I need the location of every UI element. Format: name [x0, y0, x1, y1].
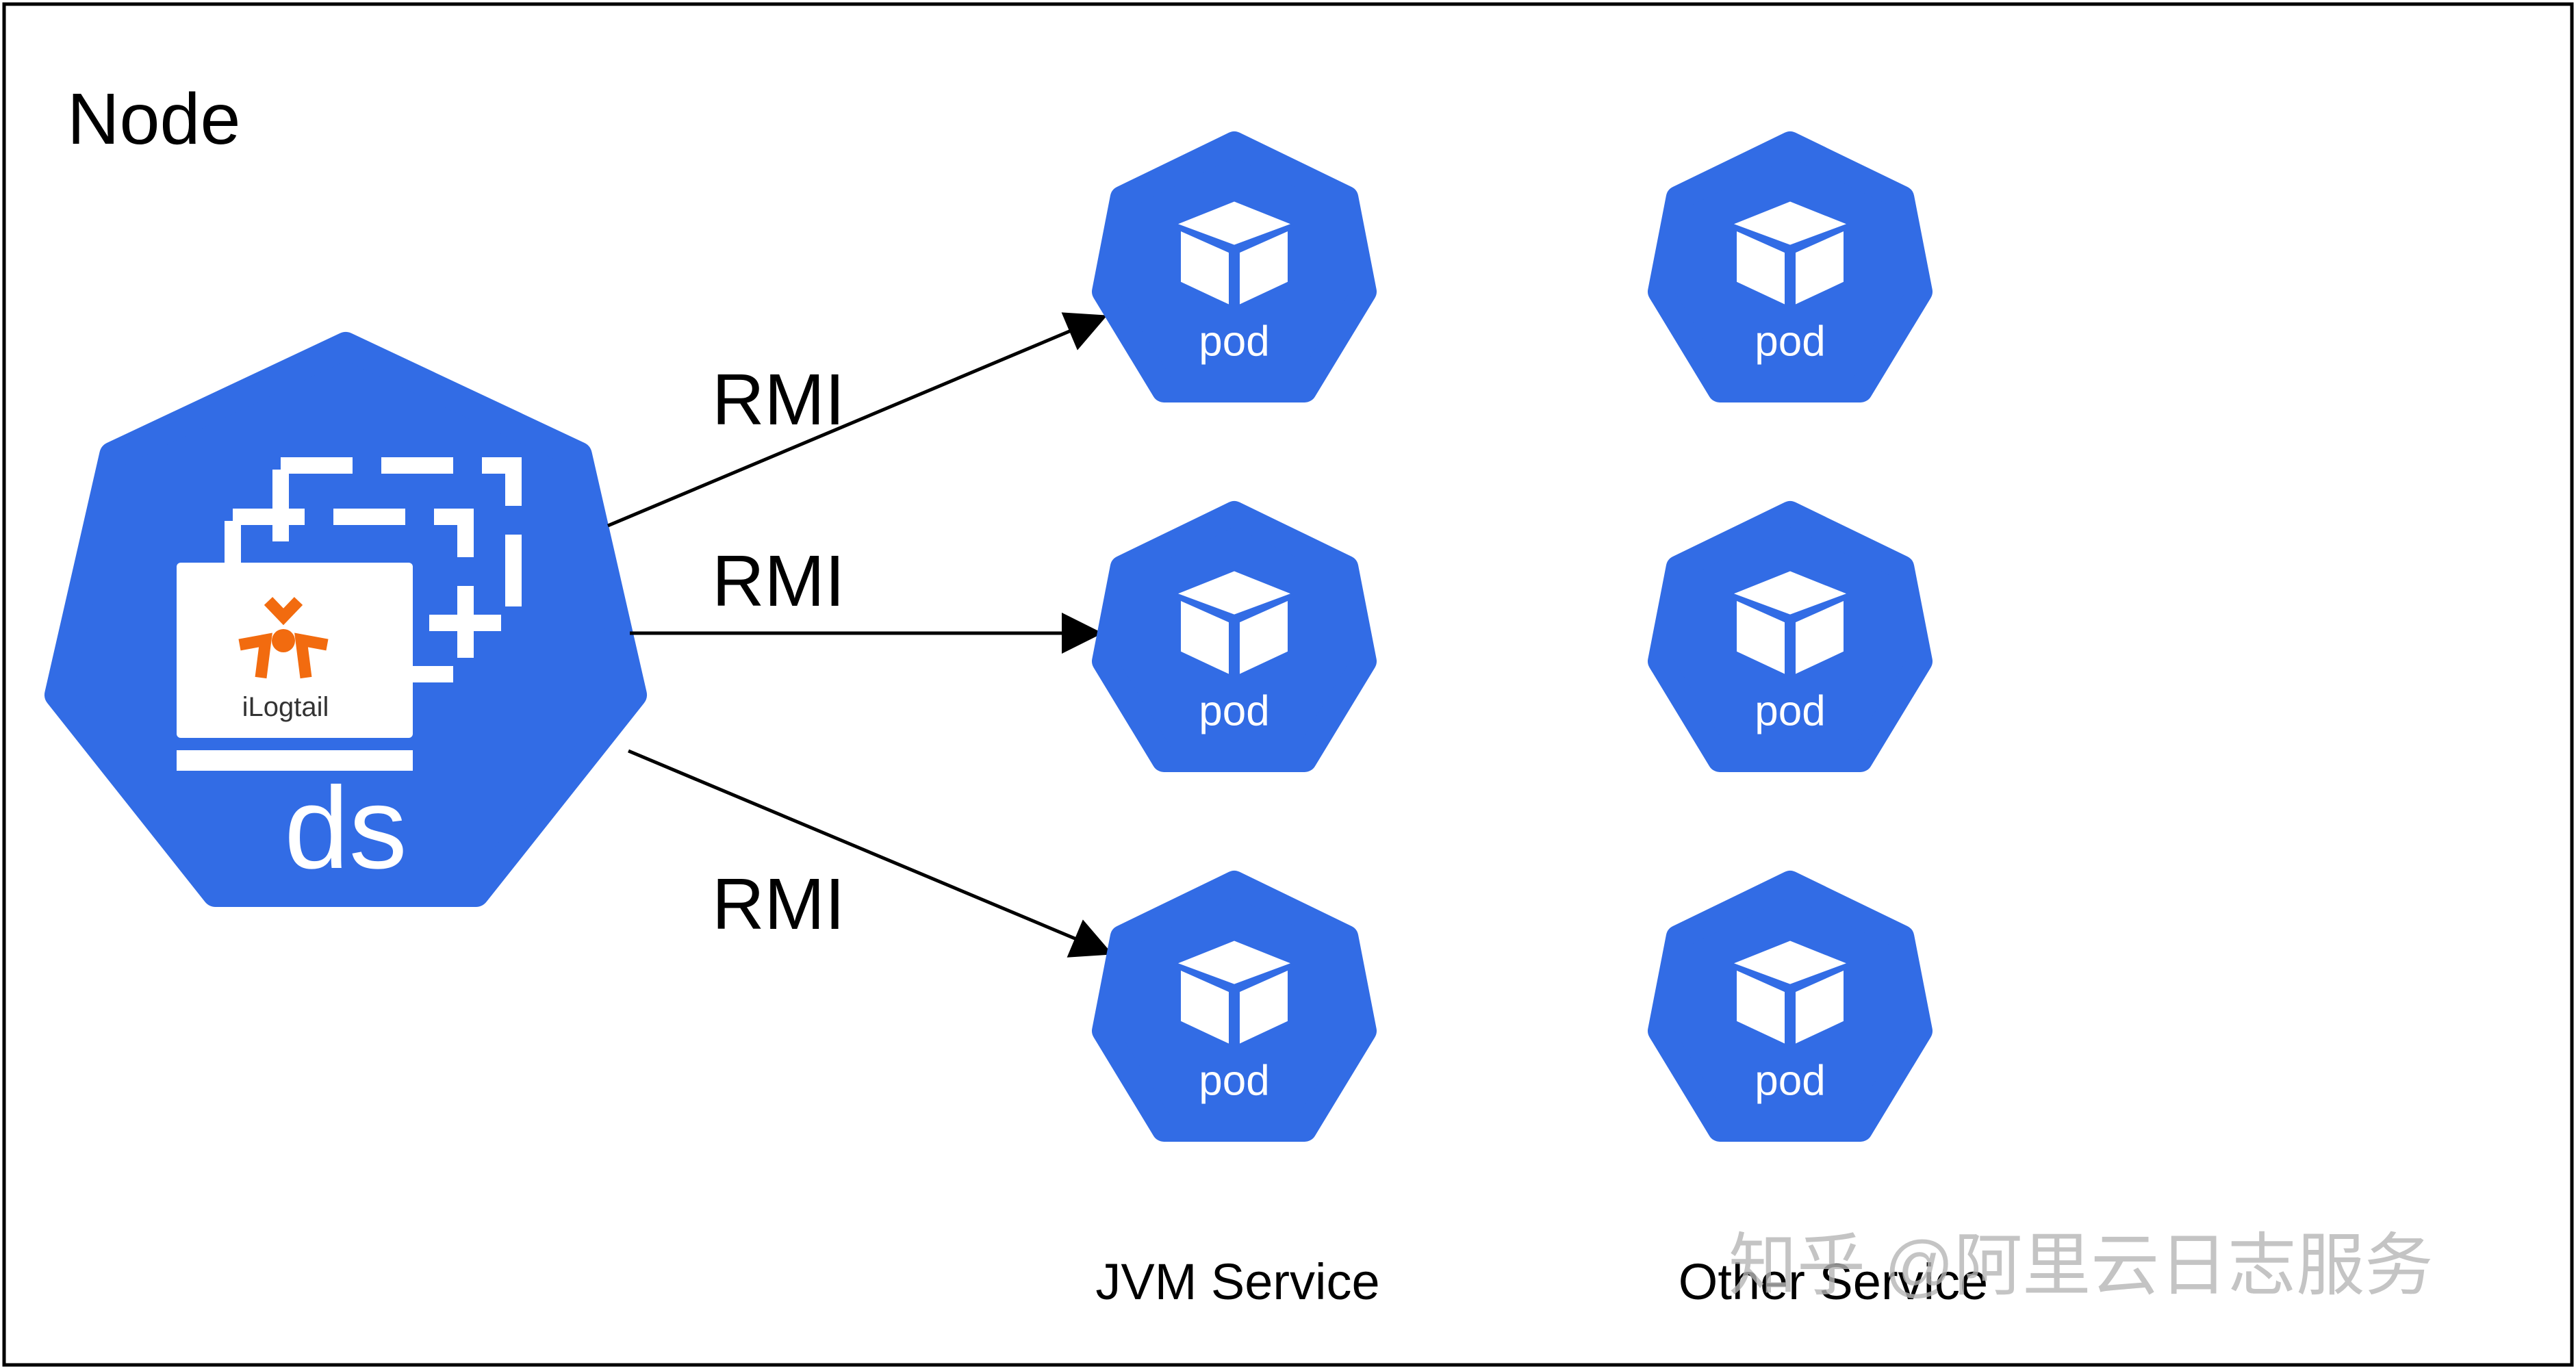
pod-other-3: pod: [1648, 871, 1933, 1142]
pod-jvm-1: pod: [1092, 131, 1377, 402]
cube-icon: [1178, 201, 1290, 305]
node-title: Node: [67, 79, 240, 159]
pod-heptagon: [1648, 501, 1933, 772]
ilogtail-card: [177, 563, 413, 738]
pod-label: pod: [1199, 1058, 1269, 1105]
other-service-label: Other Service: [1679, 1253, 1988, 1310]
card-underline: [177, 750, 413, 771]
rmi-arrow-3: [628, 749, 1113, 958]
pod-jvm-3: pod: [1092, 871, 1377, 1142]
pod-heptagon: [1092, 501, 1377, 772]
pod-jvm-2: pod: [1092, 501, 1377, 772]
jvm-service-label: JVM Service: [1095, 1253, 1379, 1310]
pod-label: pod: [1199, 318, 1269, 366]
pod-label: pod: [1199, 688, 1269, 735]
pod-other-1: pod: [1648, 131, 1933, 402]
pod-other-2: pod: [1648, 501, 1933, 772]
pod-heptagon: [1648, 871, 1933, 1142]
cube-icon: [1734, 941, 1846, 1044]
cube-icon: [1734, 201, 1846, 305]
ilogtail-logo-icon: [238, 597, 329, 679]
ds-label: ds: [284, 763, 407, 893]
watermark: 知乎 @阿里云日志服务: [1729, 1227, 2433, 1304]
daemonset-node: iLogtail ds: [44, 332, 647, 907]
cube-icon: [1178, 941, 1290, 1044]
cube-icon: [1734, 571, 1846, 674]
pod-heptagon: [1092, 871, 1377, 1142]
rmi-label-1: RMI: [712, 359, 845, 440]
pods-layer: pod pod pod pod pod pod: [1092, 131, 1933, 1142]
rmi-label-2: RMI: [712, 541, 845, 622]
rmi-connections: RMI RMI RMI: [607, 312, 1113, 958]
pod-heptagon: [1648, 131, 1933, 402]
pod-label: pod: [1755, 688, 1825, 735]
cube-icon: [1178, 571, 1290, 674]
pod-label: pod: [1755, 1058, 1825, 1105]
rmi-arrow-1: [607, 312, 1108, 528]
pod-heptagon: [1092, 131, 1377, 402]
ilogtail-label: iLogtail: [242, 692, 329, 722]
pod-label: pod: [1755, 318, 1825, 366]
rmi-label-3: RMI: [712, 864, 845, 945]
